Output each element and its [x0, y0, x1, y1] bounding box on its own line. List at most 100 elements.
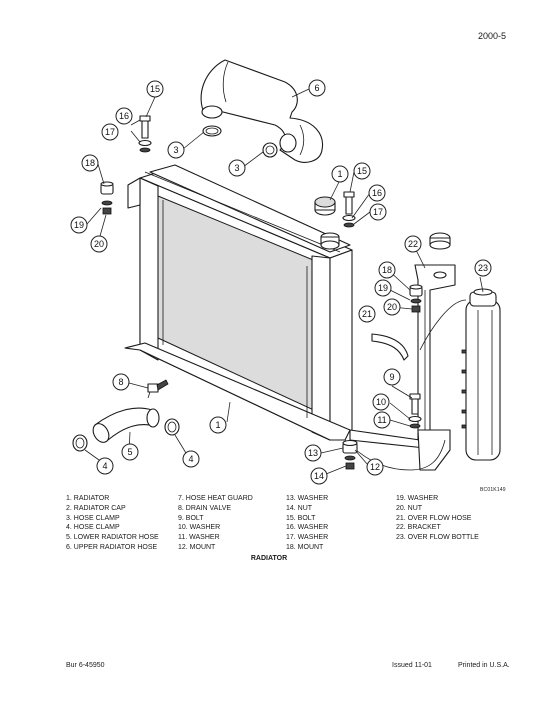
svg-text:8: 8	[118, 377, 123, 387]
page-number: 2000-5	[478, 31, 507, 41]
legend-column-2: 7. HOSE HEAT GUARD 8. DRAIN VALVE 9. BOL…	[178, 494, 253, 553]
callout-20-right: 20	[383, 298, 401, 316]
callout-18-left: 18	[81, 154, 99, 172]
radiator-assembly	[124, 164, 426, 449]
svg-text:15: 15	[150, 84, 160, 94]
overflow-bottle-cap-top	[429, 232, 451, 250]
legend-item: 23. OVER FLOW BOTTLE	[396, 534, 479, 542]
svg-text:18: 18	[382, 265, 392, 275]
svg-text:17: 17	[373, 207, 383, 217]
callout-21: 21	[358, 305, 376, 323]
legend-item: 13. WASHER	[286, 495, 329, 502]
svg-text:17: 17	[105, 127, 115, 137]
legend-item: 11. WASHER	[178, 534, 220, 542]
legend-item: 12. MOUNT	[178, 543, 216, 551]
footer-printed: Printed in U.S.A.	[458, 662, 510, 669]
callout-16-right: 16	[368, 184, 386, 202]
svg-text:3: 3	[234, 163, 239, 173]
svg-text:12: 12	[370, 462, 380, 472]
callout-4-left: 4	[96, 457, 114, 475]
callout-19-right: 19	[374, 279, 392, 297]
legend-item: 19. WASHER	[396, 495, 439, 502]
svg-text:19: 19	[74, 220, 84, 230]
svg-text:3: 3	[173, 145, 178, 155]
figure-title: RADIATOR	[250, 555, 288, 562]
legend-item: 3. HOSE CLAMP	[66, 514, 120, 522]
footer-issued: Issued 11-01	[392, 662, 432, 669]
callout-15-top: 15	[146, 80, 164, 98]
callout-20-left: 20	[90, 235, 108, 253]
svg-text:1: 1	[337, 169, 342, 179]
upper-hose-clamps	[202, 125, 278, 158]
callout-10: 10	[372, 393, 390, 411]
callout-3-left: 3	[167, 141, 185, 159]
lower-hose-clamps	[72, 418, 180, 452]
callout-22: 22	[404, 235, 422, 253]
callout-16-top: 16	[115, 107, 133, 125]
right-mount-stack	[409, 284, 423, 313]
callout-12: 12	[366, 458, 384, 476]
legend-column-1: 1. RADIATOR 2. RADIATOR CAP 3. HOSE CLAM…	[66, 494, 159, 553]
svg-text:20: 20	[94, 239, 104, 249]
legend-item: 17. WASHER	[286, 534, 329, 542]
legend-item: 6. UPPER RADIATOR HOSE	[66, 543, 158, 551]
svg-text:6: 6	[314, 83, 319, 93]
bottom-mount-stack	[342, 439, 358, 470]
radiator-exploded-diagram: 15 16 17 3 3 6 18 19 20 1 15 16 17 22 23…	[70, 59, 501, 485]
legend-item: 8. DRAIN VALVE	[178, 504, 232, 512]
svg-text:16: 16	[372, 188, 382, 198]
legend-column-3: 13. WASHER 14. NUT 15. BOLT 16. WASHER 1…	[286, 494, 328, 553]
footer-doc-number: Bur 6-45950	[66, 662, 105, 669]
svg-text:14: 14	[314, 471, 324, 481]
callout-4-right: 4	[182, 450, 200, 468]
figure-code: BC01K149	[480, 487, 506, 493]
legend-item: 20. NUT	[396, 504, 423, 512]
top-left-fasteners	[138, 115, 152, 153]
callout-17-right: 17	[369, 203, 387, 221]
svg-text:21: 21	[362, 309, 372, 319]
svg-text:10: 10	[376, 397, 386, 407]
callout-5: 5	[121, 443, 139, 461]
radiator-cap	[314, 196, 336, 216]
legend-item: 18. MOUNT	[286, 543, 324, 551]
right-top-fasteners	[342, 191, 356, 228]
svg-text:4: 4	[188, 454, 193, 464]
callout-11: 11	[373, 411, 391, 429]
upper-radiator-hose	[200, 59, 324, 163]
legend-item: 15. BOLT	[286, 514, 316, 522]
overflow-hose	[344, 299, 467, 471]
overflow-bottle	[461, 288, 501, 461]
legend-item: 16. WASHER	[286, 524, 329, 532]
lower-radiator-hose	[92, 407, 160, 443]
legend-column-4: 19. WASHER 20. NUT 21. OVER FLOW HOSE 22…	[396, 494, 479, 543]
svg-text:11: 11	[377, 415, 386, 425]
drain-valve	[147, 379, 169, 399]
legend-item: 2. RADIATOR CAP	[66, 504, 126, 512]
legend-item: 4. HOSE CLAMP	[66, 524, 120, 532]
callout-18-right: 18	[378, 261, 396, 279]
legend-item: 9. BOLT	[178, 514, 204, 522]
svg-text:20: 20	[387, 302, 397, 312]
svg-text:18: 18	[85, 158, 95, 168]
svg-text:1: 1	[215, 420, 220, 430]
callout-17-top: 17	[101, 123, 119, 141]
callout-2: 1	[331, 165, 349, 183]
legend-item: 1. RADIATOR	[66, 495, 110, 502]
legend-item: 7. HOSE HEAT GUARD	[178, 495, 253, 502]
callout-19-left: 19	[70, 216, 88, 234]
svg-text:16: 16	[119, 111, 129, 121]
svg-text:19: 19	[378, 283, 388, 293]
svg-text:15: 15	[357, 166, 367, 176]
svg-text:9: 9	[389, 372, 394, 382]
legend-item: 21. OVER FLOW HOSE	[396, 514, 472, 522]
legend-item: 22. BRACKET	[396, 524, 441, 532]
legend-item: 10. WASHER	[178, 524, 221, 532]
callout-6: 6	[308, 79, 326, 97]
callout-9: 9	[383, 368, 401, 386]
callout-8: 8	[112, 373, 130, 391]
svg-text:22: 22	[408, 239, 418, 249]
callout-3-right: 3	[228, 159, 246, 177]
callout-13: 13	[304, 444, 322, 462]
callout-14: 14	[310, 467, 328, 485]
legend-item: 5. LOWER RADIATOR HOSE	[66, 534, 159, 542]
